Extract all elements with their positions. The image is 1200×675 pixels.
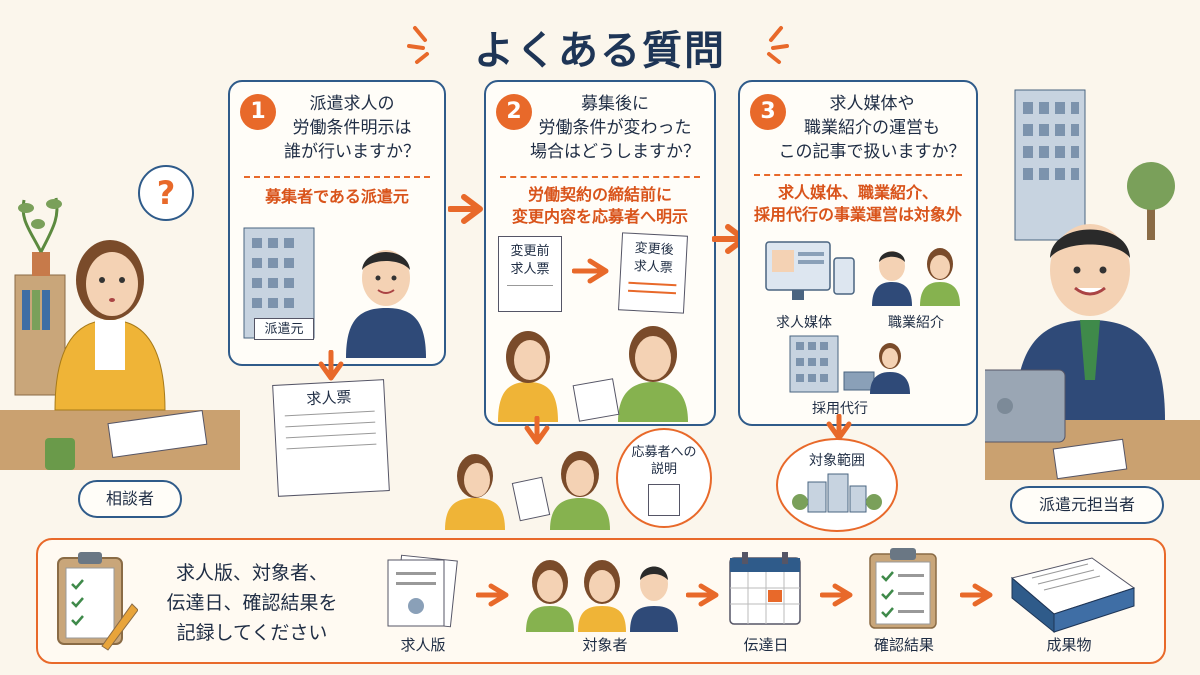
step-label-date: 伝達日 [743, 636, 789, 654]
card-3-divider [754, 174, 962, 176]
record-instruction: 求人版、対象者、 伝達日、確認結果を 記録してください [166, 562, 338, 644]
left-scene [0, 180, 240, 520]
scope-circle: 対象範囲 [776, 438, 898, 532]
sparkle-left-icon [407, 26, 429, 64]
sparkle-right-icon [767, 26, 789, 64]
job-docs-icon [387, 554, 458, 628]
laptop-icon [985, 369, 1066, 443]
card-3-question: 求人媒体や 職業紹介の運営も この記事で扱いますか？ [778, 94, 966, 162]
card-1-answer: 募集者である派遣元 [265, 187, 409, 206]
scope-label: 対象範囲 [809, 453, 865, 469]
card-2-number: 2 [496, 94, 532, 130]
doc-before: 変更前 求人票 [498, 236, 562, 312]
doc-after: 変更後 求人票 [618, 232, 688, 314]
building-icon [789, 335, 839, 393]
speech-bubble: 応募者への 説明 [616, 428, 712, 528]
left-person-label: 相談者 [78, 480, 182, 518]
building-sign: 派遣元 [254, 318, 314, 340]
city-icon [792, 473, 882, 513]
building-icon [1014, 89, 1086, 241]
card-3-answer: 求人媒体、職業紹介、 採用代行の事業運営は対象外 [753, 183, 962, 224]
consultant-illustration [0, 197, 240, 470]
item-label-media: 求人媒体 [776, 315, 832, 331]
item-label-rpo: 採用代行 [812, 401, 868, 417]
card-3-bottom-illustration [789, 335, 910, 394]
document-icon [648, 484, 680, 516]
question-bubble: ? [138, 165, 194, 221]
step-label-target: 対象者 [582, 636, 628, 654]
explanation-scene [445, 451, 610, 530]
card-3-number: 3 [750, 94, 786, 130]
right-arrow-icon [686, 583, 719, 607]
right-arrow-icon [960, 583, 993, 607]
right-arrow-icon [448, 194, 483, 224]
card-1-number: 1 [240, 94, 276, 130]
page-title: よくある質問 [474, 28, 726, 74]
pencil-icon [101, 603, 138, 651]
card-1-divider [244, 176, 430, 178]
card-2-question: 募集後に 労働条件が変わった 場合はどうしますか？ [530, 94, 700, 162]
right-arrow-icon [476, 583, 509, 607]
below-doc: 求人票 [272, 379, 390, 497]
down-arrow-icon [318, 350, 344, 381]
step-label-job-version: 求人版 [400, 636, 446, 654]
card-2-divider [500, 176, 700, 178]
people-group-icon [526, 560, 678, 632]
right-arrow-icon [820, 583, 853, 607]
card-2-answer: 労働契約の締結前に 変更内容を応募者へ明示 [511, 185, 688, 226]
question-mark-icon: ? [156, 174, 176, 212]
step-label-deliverable: 成果物 [1046, 636, 1092, 654]
card-2-illustration [498, 326, 688, 422]
binder-icon [1010, 557, 1136, 634]
clipboard-icon [57, 552, 138, 651]
right-arrow-icon [572, 258, 609, 284]
checklist-icon [869, 548, 937, 629]
staff-illustration [985, 89, 1200, 480]
card-3-top-illustration [765, 241, 960, 306]
monitor-icon [765, 241, 831, 300]
right-person-label: 派遣元担当者 [1010, 486, 1164, 524]
step-label-result: 確認結果 [873, 636, 934, 654]
calendar-icon [729, 552, 801, 625]
down-arrow-icon [524, 416, 550, 445]
item-label-placement: 職業紹介 [888, 315, 944, 331]
card-1-question: 派遣求人の 労働条件明示は 誰が行いますか？ [284, 94, 420, 162]
